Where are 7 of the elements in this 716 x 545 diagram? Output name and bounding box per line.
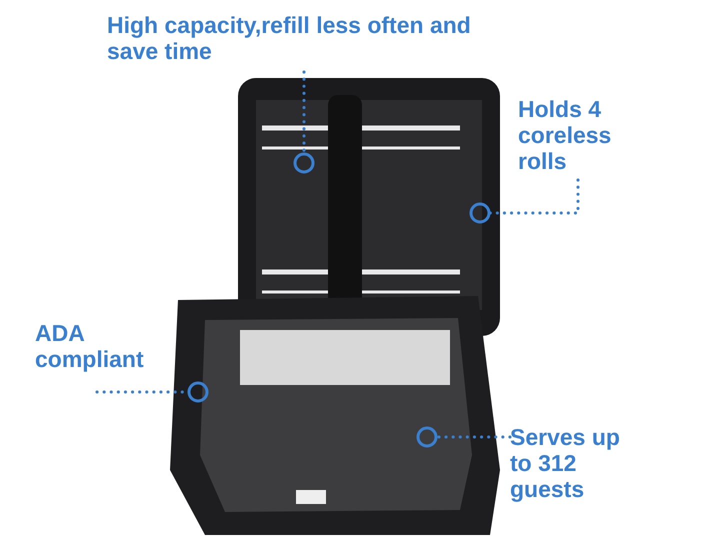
callout-text: Serves up to 312 guests <box>510 424 621 502</box>
callout-text: Holds 4 coreless rolls <box>518 96 612 174</box>
callout-text: High capacity,refill less often and save time <box>107 12 472 64</box>
callout-text: ADA compliant <box>35 320 145 372</box>
leader-line <box>436 436 512 438</box>
leader-line <box>302 70 306 154</box>
leader-line <box>488 178 580 214</box>
